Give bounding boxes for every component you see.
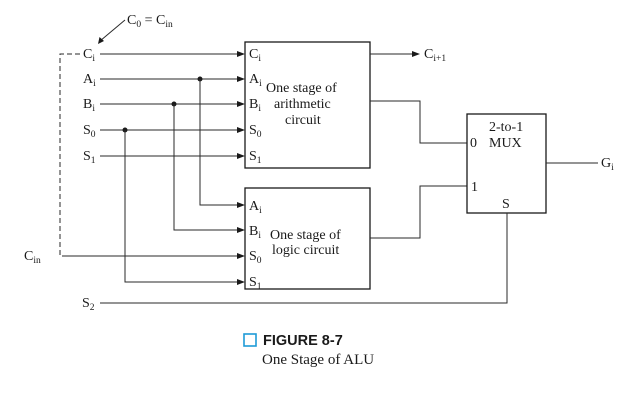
logic-input-wires (62, 76, 245, 285)
carry-out-label: Ci+1 (424, 47, 446, 64)
caption-text: One Stage of ALU (262, 352, 374, 368)
logic-port-bi: Bi (249, 224, 261, 241)
logic-block-label-line2: logic circuit (272, 243, 339, 258)
input-s0-label: S0 (83, 123, 96, 140)
input-s1-label: S1 (83, 149, 96, 166)
output-gi: Gi (546, 156, 614, 173)
arith-port-ai: Ai (249, 72, 262, 89)
svg-text:C0 = Cin: C0 = Cin (127, 13, 173, 30)
mux-title: 2-to-1 (489, 120, 523, 135)
output-gi-label: Gi (601, 156, 614, 173)
logic-block-label-line1: One stage of (270, 228, 341, 243)
block-to-mux-wires (370, 100, 467, 239)
carry-out: Ci+1 (370, 47, 446, 64)
mux-name: MUX (489, 136, 522, 151)
mux-input-0-label: 0 (470, 136, 477, 151)
input-s2-label: S2 (82, 296, 95, 313)
logic-port-s1: S1 (249, 275, 262, 292)
mux-select-label: S (502, 197, 510, 212)
cin-to-ci-dashed-link (59, 53, 80, 256)
arith-block-label-line3: circuit (285, 113, 321, 128)
figure-caption: FIGURE 8-7 One Stage of ALU (243, 333, 374, 368)
arithmetic-circuit-block: Ci Ai Bi S0 S1 One stage of arithmetic c… (244, 41, 371, 169)
logic-circuit-block: Ai Bi S0 S1 One stage of logic circuit (244, 187, 371, 292)
arith-block-label-line2: arithmetic (274, 97, 331, 112)
input-cin-label: Cin (24, 249, 41, 266)
arith-port-ci: Ci (249, 47, 261, 64)
s2-select-wire (100, 213, 508, 304)
logic-port-s0: S0 (249, 249, 262, 266)
caption-square-icon (243, 333, 257, 347)
logic-port-ai: Ai (249, 199, 262, 216)
arith-port-bi: Bi (249, 97, 261, 114)
arith-block-label-line1: One stage of (266, 81, 337, 96)
input-ai-label: Ai (83, 72, 96, 89)
input-bi-label: Bi (83, 97, 95, 114)
mux-input-1-label: 1 (471, 180, 478, 195)
arith-port-s0: S0 (249, 123, 262, 140)
mux-block: 2-to-1 0 MUX 1 S (466, 113, 547, 214)
input-ci-label: Ci (83, 47, 95, 64)
arith-port-s1: S1 (249, 149, 262, 166)
arith-input-wires (100, 51, 245, 159)
c0-equals-cin-annotation: C0 = Cin (98, 13, 173, 44)
caption-title: FIGURE 8-7 (263, 333, 343, 349)
